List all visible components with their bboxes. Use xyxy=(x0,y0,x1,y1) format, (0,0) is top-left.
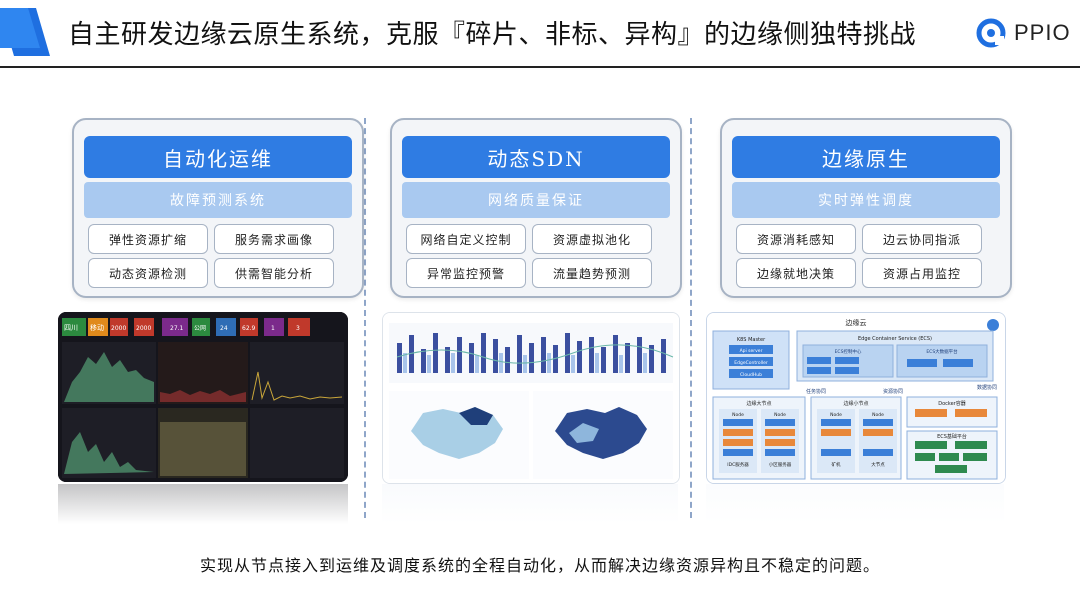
node-group-label: 边缘小节点 xyxy=(843,400,868,407)
stat-value: 27.1 xyxy=(170,325,184,332)
stat-value: 2000 xyxy=(136,325,151,332)
node-host-label: 矿机 xyxy=(832,461,841,468)
k8s-item: Api server xyxy=(740,348,763,354)
architecture-screenshot: 边缘云 K8S Master Api server EdgeController… xyxy=(706,312,1006,484)
ecs-data-label: ECS大数据平台 xyxy=(926,348,958,355)
sdn-screenshot xyxy=(382,312,680,484)
feature-chip: 异常监控预警 xyxy=(406,258,526,288)
header: 自主研发边缘云原生系统，克服『碎片、非标、异构』的边缘侧独特挑战 PPIO xyxy=(0,0,1080,70)
divider-2 xyxy=(690,118,692,518)
feature-chip: 边云协同指派 xyxy=(862,224,982,254)
sdn-graphic xyxy=(383,313,679,483)
logo-text: PPIO xyxy=(1014,20,1071,45)
header-rule xyxy=(0,66,1080,68)
docker-label: Docker容器 xyxy=(938,400,966,407)
page-title: 自主研发边缘云原生系统，克服『碎片、非标、异构』的边缘侧独特挑战 xyxy=(68,20,917,50)
architecture-reflection xyxy=(706,484,1004,524)
panel-edge-native: 边缘原生 实时弹性调度 资源消耗感知 边云协同指派 边缘就地决策 资源占用监控 xyxy=(720,118,1012,298)
stat-value: 1 xyxy=(271,325,275,332)
feature-chip: 资源虚拟池化 xyxy=(532,224,652,254)
stat-value: 62.9 xyxy=(242,325,256,332)
stat-network: 公网 xyxy=(194,325,206,332)
panel-subtitle: 实时弹性调度 xyxy=(732,182,1000,218)
arch-title: 边缘云 xyxy=(846,318,867,327)
panel-sdn: 动态SDN 网络质量保证 网络自定义控制 资源虚拟池化 异常监控预警 流量趋势预… xyxy=(390,118,682,298)
ecs-base-label: ECS基础平台 xyxy=(937,433,967,440)
ecs-center-label: ECS控制中心 xyxy=(835,348,862,355)
node-label: Node xyxy=(774,412,786,418)
dashboard-graphic: 四川 移动 2000 2000 27.1 公网 24 62.9 1 3 xyxy=(58,312,348,482)
side-label-resource: 资源协同 xyxy=(883,388,903,395)
stat-province: 四川 xyxy=(64,324,78,332)
node-group-label: 边缘大节点 xyxy=(746,400,771,407)
divider-1 xyxy=(364,118,366,518)
dashboard-screenshot: 四川 移动 2000 2000 27.1 公网 24 62.9 1 3 xyxy=(58,312,348,482)
node-label: Node xyxy=(732,412,744,418)
feature-chip: 资源消耗感知 xyxy=(736,224,856,254)
header-accent-icon xyxy=(0,8,50,56)
sdn-reflection xyxy=(382,484,678,524)
panel-title: 动态SDN xyxy=(402,136,670,178)
stat-value: 24 xyxy=(220,325,228,332)
dashboard-reflection xyxy=(58,484,348,524)
side-label-data: 数据协同 xyxy=(977,384,997,391)
k8s-item: CloudHub xyxy=(740,372,762,378)
panel-automation: 自动化运维 故障预测系统 弹性资源扩缩 服务需求画像 动态资源检测 供需智能分析 xyxy=(72,118,364,298)
feature-chip: 服务需求画像 xyxy=(214,224,334,254)
node-host-label: 小区服务器 xyxy=(769,461,792,468)
user-icon xyxy=(987,319,999,331)
feature-chip: 流量趋势预测 xyxy=(532,258,652,288)
stat-carrier: 移动 xyxy=(90,323,104,332)
architecture-graphic: 边缘云 K8S Master Api server EdgeController… xyxy=(707,313,1005,483)
feature-chip: 边缘就地决策 xyxy=(736,258,856,288)
ppio-logo-icon xyxy=(976,18,1006,48)
node-label: Node xyxy=(830,412,842,418)
panel-title: 自动化运维 xyxy=(84,136,352,178)
k8s-item: EdgeController xyxy=(734,360,768,366)
node-label: Node xyxy=(872,412,884,418)
stat-value: 2000 xyxy=(111,325,126,332)
node-host-label: 大节点 xyxy=(871,461,885,468)
summary-text: 实现从节点接入到运维及调度系统的全程自动化，从而解决边缘资源异构且不稳定的问题。 xyxy=(199,556,880,575)
feature-chip: 网络自定义控制 xyxy=(406,224,526,254)
feature-chip: 供需智能分析 xyxy=(214,258,334,288)
panel-title: 边缘原生 xyxy=(732,136,1000,178)
panel-subtitle: 网络质量保证 xyxy=(402,182,670,218)
side-label-task: 任务协同 xyxy=(806,388,826,395)
logo: PPIO xyxy=(976,18,1071,48)
node-host-label: IDC服务器 xyxy=(727,461,749,468)
ecs-title: Edge Container Service (ECS) xyxy=(858,336,932,342)
k8s-title: K8S Master xyxy=(737,337,766,343)
feature-chip: 弹性资源扩缩 xyxy=(88,224,208,254)
panel-subtitle: 故障预测系统 xyxy=(84,182,352,218)
feature-chip: 动态资源检测 xyxy=(88,258,208,288)
feature-chip: 资源占用监控 xyxy=(862,258,982,288)
stat-value: 3 xyxy=(296,325,300,332)
